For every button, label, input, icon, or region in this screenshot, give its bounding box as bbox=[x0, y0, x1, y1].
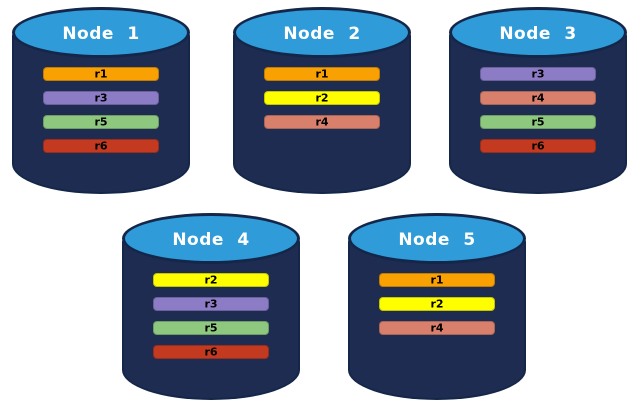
cylinder-top-ellipse: Node 3 bbox=[449, 7, 627, 58]
replica-label: r1 bbox=[430, 273, 444, 286]
cylinder-top-ellipse: Node 1 bbox=[12, 7, 190, 58]
node-cylinder-1: Node 1 r1 r3 r5 r6 bbox=[12, 7, 190, 194]
node-label: Node 4 bbox=[172, 229, 250, 250]
replica-label: r5 bbox=[204, 321, 218, 334]
replica-bar-r4: r4 bbox=[480, 91, 596, 105]
replica-label: r6 bbox=[94, 139, 108, 152]
replica-bar-r4: r4 bbox=[379, 321, 495, 335]
replica-label: r5 bbox=[94, 115, 108, 128]
replica-bar-r2: r2 bbox=[264, 91, 380, 105]
cylinder-body bbox=[12, 32, 190, 194]
cylinder-top-ellipse: Node 4 bbox=[122, 213, 300, 264]
replica-label: r3 bbox=[94, 91, 108, 104]
replica-bar-r6: r6 bbox=[43, 139, 159, 153]
cylinder-body bbox=[449, 32, 627, 194]
cylinder-body bbox=[233, 32, 411, 194]
replica-bar-r6: r6 bbox=[480, 139, 596, 153]
node-label: Node 2 bbox=[283, 23, 361, 44]
replica-bar-list: r1 r3 r5 r6 bbox=[12, 67, 190, 153]
replica-label: r5 bbox=[531, 115, 545, 128]
node-cylinder-5: Node 5 r1 r2 r4 bbox=[348, 213, 526, 400]
replica-label: r4 bbox=[430, 321, 444, 334]
replica-bar-r2: r2 bbox=[153, 273, 269, 287]
replica-bar-r3: r3 bbox=[480, 67, 596, 81]
replica-bar-r1: r1 bbox=[43, 67, 159, 81]
replica-bar-r3: r3 bbox=[43, 91, 159, 105]
replica-bar-r1: r1 bbox=[379, 273, 495, 287]
node-cylinder-4: Node 4 r2 r3 r5 r6 bbox=[122, 213, 300, 400]
replica-label: r2 bbox=[315, 91, 329, 104]
replica-label: r2 bbox=[204, 273, 218, 286]
replica-label: r6 bbox=[204, 345, 218, 358]
replica-label: r1 bbox=[315, 67, 329, 80]
replica-bar-r5: r5 bbox=[480, 115, 596, 129]
replica-bar-r6: r6 bbox=[153, 345, 269, 359]
node-label: Node 3 bbox=[499, 23, 577, 44]
replica-bar-r4: r4 bbox=[264, 115, 380, 129]
replica-bar-list: r3 r4 r5 r6 bbox=[449, 67, 627, 153]
replica-bar-r1: r1 bbox=[264, 67, 380, 81]
replica-label: r2 bbox=[430, 297, 444, 310]
replica-bar-r3: r3 bbox=[153, 297, 269, 311]
node-cylinder-3: Node 3 r3 r4 r5 r6 bbox=[449, 7, 627, 194]
replica-bar-r5: r5 bbox=[43, 115, 159, 129]
replica-bar-list: r1 r2 r4 bbox=[348, 273, 526, 335]
replica-label: r3 bbox=[204, 297, 218, 310]
cylinder-body bbox=[122, 238, 300, 400]
cylinder-body bbox=[348, 238, 526, 400]
node-cylinder-2: Node 2 r1 r2 r4 bbox=[233, 7, 411, 194]
node-label: Node 5 bbox=[398, 229, 476, 250]
replica-bar-r5: r5 bbox=[153, 321, 269, 335]
replica-label: r3 bbox=[531, 67, 545, 80]
replica-bar-list: r1 r2 r4 bbox=[233, 67, 411, 129]
node-label: Node 1 bbox=[62, 23, 140, 44]
cylinder-top-ellipse: Node 2 bbox=[233, 7, 411, 58]
cylinder-top-ellipse: Node 5 bbox=[348, 213, 526, 264]
replica-bar-r2: r2 bbox=[379, 297, 495, 311]
replica-bar-list: r2 r3 r5 r6 bbox=[122, 273, 300, 359]
replica-label: r6 bbox=[531, 139, 545, 152]
replica-label: r4 bbox=[531, 91, 545, 104]
replica-label: r4 bbox=[315, 115, 329, 128]
replica-label: r1 bbox=[94, 67, 108, 80]
